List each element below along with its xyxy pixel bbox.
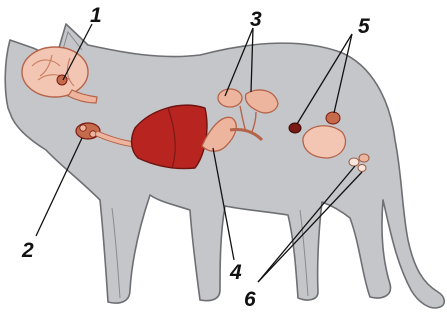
thyroid-gland (76, 123, 100, 139)
label-4: 4 (229, 261, 242, 284)
label-6: 6 (244, 288, 256, 311)
label-1: 1 (90, 4, 102, 27)
label-3: 3 (250, 8, 262, 31)
small-dark-gland (289, 123, 301, 133)
label-5: 5 (358, 15, 370, 38)
label-2: 2 (21, 239, 34, 262)
